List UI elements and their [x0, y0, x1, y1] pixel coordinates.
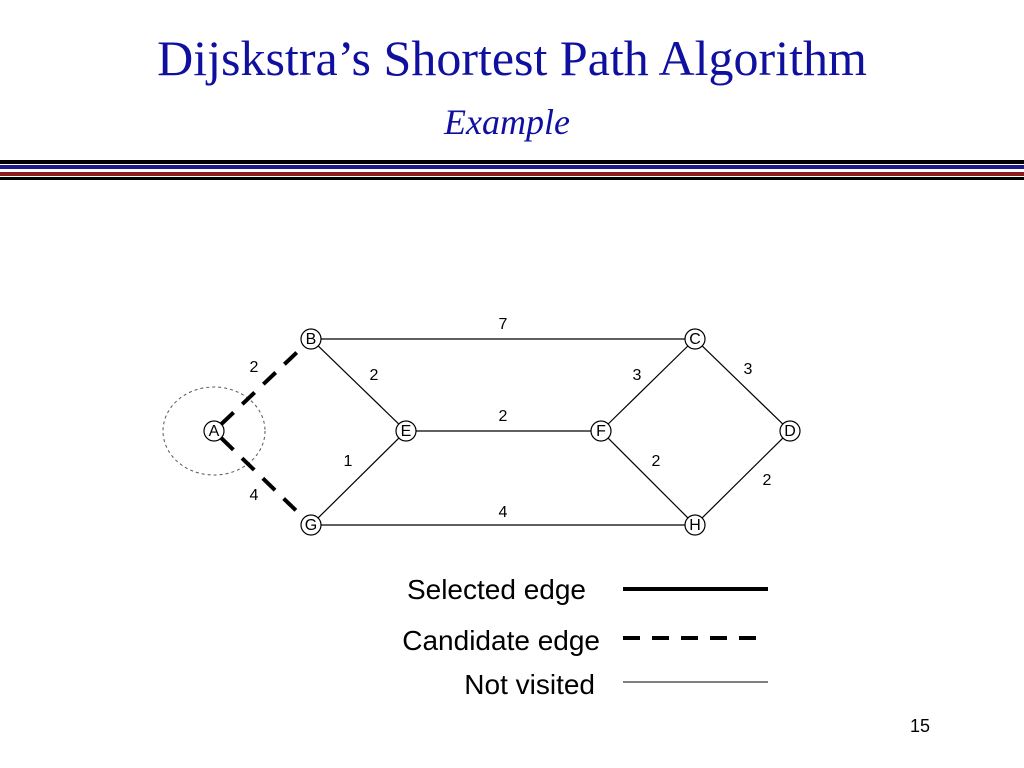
title-rule-black-top — [0, 160, 1024, 164]
node-f: F — [590, 420, 612, 442]
node-label-f: F — [596, 423, 606, 440]
edge-weight-g-h: 4 — [499, 504, 508, 521]
edge-c-d — [701, 345, 784, 425]
legend-not-visited-label: Not visited — [464, 669, 595, 700]
node-g: G — [300, 514, 322, 536]
node-c: C — [684, 328, 706, 350]
legend-selected-label: Selected edge — [406, 574, 586, 605]
node-d: D — [779, 420, 801, 442]
title-rule-blue — [0, 165, 1024, 169]
page-number: 15 — [909, 716, 931, 736]
edge-f-h — [607, 437, 689, 519]
node-label-a: A — [209, 423, 220, 440]
edge-weight-h-d: 2 — [763, 472, 772, 489]
node-label-h: H — [689, 517, 701, 534]
node-circle-d — [779, 420, 801, 442]
edge-weight-f-c: 3 — [633, 367, 642, 384]
node-h: H — [684, 514, 706, 536]
edge-a-b — [219, 344, 306, 426]
node-circle-c — [684, 328, 706, 350]
edge-weight-f-h: 2 — [652, 453, 661, 470]
node-circle-b — [300, 328, 322, 350]
edge-e-g — [317, 437, 400, 519]
edge-a-g — [219, 436, 306, 520]
node-label-d: D — [784, 423, 796, 440]
edge-f-c — [607, 345, 689, 425]
node-label-b: B — [306, 331, 317, 348]
edge-weight-b-c: 7 — [499, 316, 508, 333]
edge-weight-c-d: 3 — [744, 361, 753, 378]
edge-weight-b-e: 2 — [370, 367, 379, 384]
title-rule-black-bottom — [0, 177, 1024, 180]
edge-weight-a-g: 4 — [250, 487, 259, 504]
slide-subtitle: Example — [444, 102, 570, 142]
node-label-c: C — [689, 331, 701, 348]
node-circle-a — [203, 420, 225, 442]
node-circle-f — [590, 420, 612, 442]
node-e: E — [395, 420, 417, 442]
slide-title: Dijskstra’s Shortest Path Algorithm — [157, 30, 867, 86]
node-label-e: E — [401, 423, 412, 440]
node-circle-h — [684, 514, 706, 536]
edge-weight-e-g: 1 — [344, 453, 353, 470]
node-a: A — [203, 420, 225, 442]
node-b: B — [300, 328, 322, 350]
edge-h-d — [701, 437, 784, 519]
node-circle-e — [395, 420, 417, 442]
edge-weight-e-f: 2 — [499, 408, 508, 425]
node-label-g: G — [305, 517, 317, 534]
legend-candidate-line — [623, 636, 768, 640]
edge-weight-a-b: 2 — [250, 359, 259, 376]
legend-not-visited-line — [623, 681, 768, 683]
title-rule-red — [0, 172, 1024, 176]
legend-candidate-label: Candidate edge — [402, 625, 600, 656]
node-circle-g — [300, 514, 322, 536]
legend-selected-line — [623, 587, 768, 591]
current-node-highlight-ring — [162, 386, 266, 476]
edge-b-e — [317, 345, 400, 425]
